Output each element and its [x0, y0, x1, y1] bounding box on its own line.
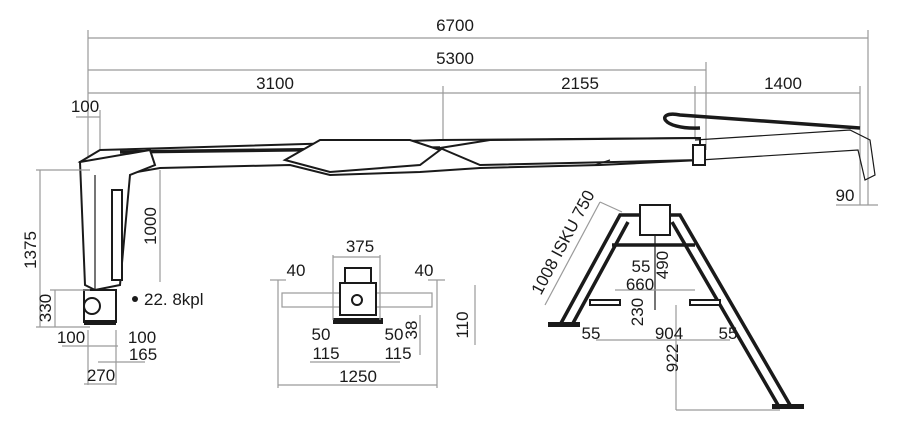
dim-100-top: 100: [71, 97, 99, 116]
dim-90: 90: [836, 186, 855, 205]
tripod-stand: [548, 204, 804, 409]
dim-55-top: 55: [632, 257, 651, 276]
dim-330: 330: [36, 294, 55, 322]
dim-490: 490: [653, 251, 672, 279]
dim-1375: 1375: [21, 231, 40, 269]
crane-column: [78, 148, 157, 325]
dim-1000: 1000: [141, 207, 160, 245]
weight-label: 22. 8kpl: [144, 290, 204, 309]
dim-38: 38: [402, 321, 421, 340]
dim-2155: 2155: [561, 74, 599, 93]
dim-375: 375: [346, 237, 374, 256]
base-dimension-lines: [270, 255, 476, 388]
slewing-base: [281, 267, 433, 324]
dim-110: 110: [453, 311, 472, 338]
dim-40-right: 40: [415, 261, 434, 280]
dim-115-right: 115: [384, 344, 411, 363]
dim-922: 922: [663, 344, 682, 372]
column-dimension-lines: [36, 169, 161, 385]
dim-660: 660: [626, 275, 654, 294]
dim-270: 270: [87, 366, 115, 385]
stand-dimension-lines: [544, 201, 780, 411]
crane-boom: [77, 112, 876, 181]
dim-100-left: 100: [57, 328, 85, 347]
dim-904: 904: [655, 324, 683, 343]
dim-1400: 1400: [764, 74, 802, 93]
dim-55-left: 55: [582, 324, 601, 343]
dim-40-left: 40: [287, 261, 306, 280]
dim-3100: 3100: [256, 74, 294, 93]
dim-5300: 5300: [436, 49, 474, 68]
dim-165: 165: [129, 345, 157, 364]
dim-leg-length: 1008 ISKU 750: [528, 187, 599, 298]
dim-115-left: 115: [312, 344, 339, 363]
top-dimension-lines: [76, 30, 878, 206]
dim-1250: 1250: [339, 367, 377, 386]
dim-50-right: 50: [385, 325, 404, 344]
dim-100-right: 100: [128, 328, 156, 347]
dim-230: 230: [628, 298, 647, 326]
dim-55-right: 55: [719, 324, 738, 343]
dim-6700: 6700: [436, 16, 474, 35]
dim-50-left: 50: [312, 325, 331, 344]
